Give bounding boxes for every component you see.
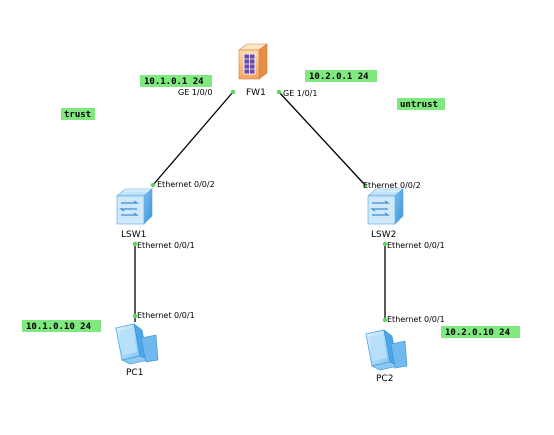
device-label-fw1: FW1: [246, 88, 266, 98]
port-dot-lsw2-down: [382, 241, 388, 247]
port-dot-lsw1-up: [150, 182, 156, 188]
port-label-pc2: Ethernet 0/0/1: [387, 315, 445, 324]
port-dot-pc1: [132, 313, 138, 319]
device-label-pc2: PC2: [376, 374, 393, 384]
port-dot-fw1-left: [230, 89, 236, 95]
port-dot-pc2: [382, 317, 388, 323]
device-label-lsw2: LSW2: [371, 230, 396, 240]
tag-pc2-ip: 10.2.0.10 24: [441, 326, 520, 338]
tag-zone-untrust: untrust: [397, 98, 445, 110]
port-dot-fw1-right: [276, 89, 282, 95]
tag-pc1-ip-text: 10.1.0.10 24: [26, 322, 92, 332]
device-pc1[interactable]: PC1: [115, 323, 159, 378]
port-label-pc1: Ethernet 0/0/1: [137, 311, 195, 320]
device-label-lsw1: LSW1: [121, 230, 146, 240]
link-fw1-lsw1[interactable]: [152, 91, 234, 186]
switch-icon: [367, 188, 404, 225]
device-label-pc1: PC1: [126, 368, 143, 378]
tag-pc2-ip-text: 10.2.0.10 24: [445, 328, 511, 338]
port-label-lsw1-up: Ethernet 0/0/2: [157, 180, 215, 189]
device-pc2[interactable]: PC2: [365, 329, 408, 384]
tag-zone-trust: trust: [61, 108, 95, 120]
port-label-lsw1-down: Ethernet 0/0/1: [137, 241, 195, 250]
device-lsw2[interactable]: LSW2: [367, 188, 404, 240]
device-lsw1[interactable]: LSW1: [116, 188, 153, 240]
port-label-lsw2-up: Ethernet 0/0/2: [363, 181, 421, 190]
port-dot-lsw2-up: [362, 182, 368, 188]
tag-pc1-ip: 10.1.0.10 24: [22, 320, 101, 332]
tag-fw-left-ip-text: 10.1.0.1 24: [144, 77, 204, 87]
port-label-fw1-right: GE 1/0/1: [283, 89, 317, 98]
switch-icon: [116, 188, 153, 225]
tag-fw-right-ip-text: 10.2.0.1 24: [309, 72, 369, 82]
tag-fw-left-ip: 10.1.0.1 24: [140, 75, 212, 87]
tag-zone-untrust-text: untrust: [400, 100, 438, 110]
device-fw1[interactable]: FW1: [238, 43, 268, 98]
firewall-icon: [238, 43, 268, 80]
pc-icon: [365, 329, 408, 371]
port-dot-lsw1-down: [132, 241, 138, 247]
port-label-fw1-left: GE 1/0/0: [178, 88, 212, 97]
pc-icon: [115, 323, 159, 365]
tag-zone-trust-text: trust: [64, 110, 91, 120]
port-label-lsw2-down: Ethernet 0/0/1: [387, 241, 445, 250]
tag-fw-right-ip: 10.2.0.1 24: [305, 70, 377, 82]
link-fw1-lsw2[interactable]: [278, 91, 366, 186]
